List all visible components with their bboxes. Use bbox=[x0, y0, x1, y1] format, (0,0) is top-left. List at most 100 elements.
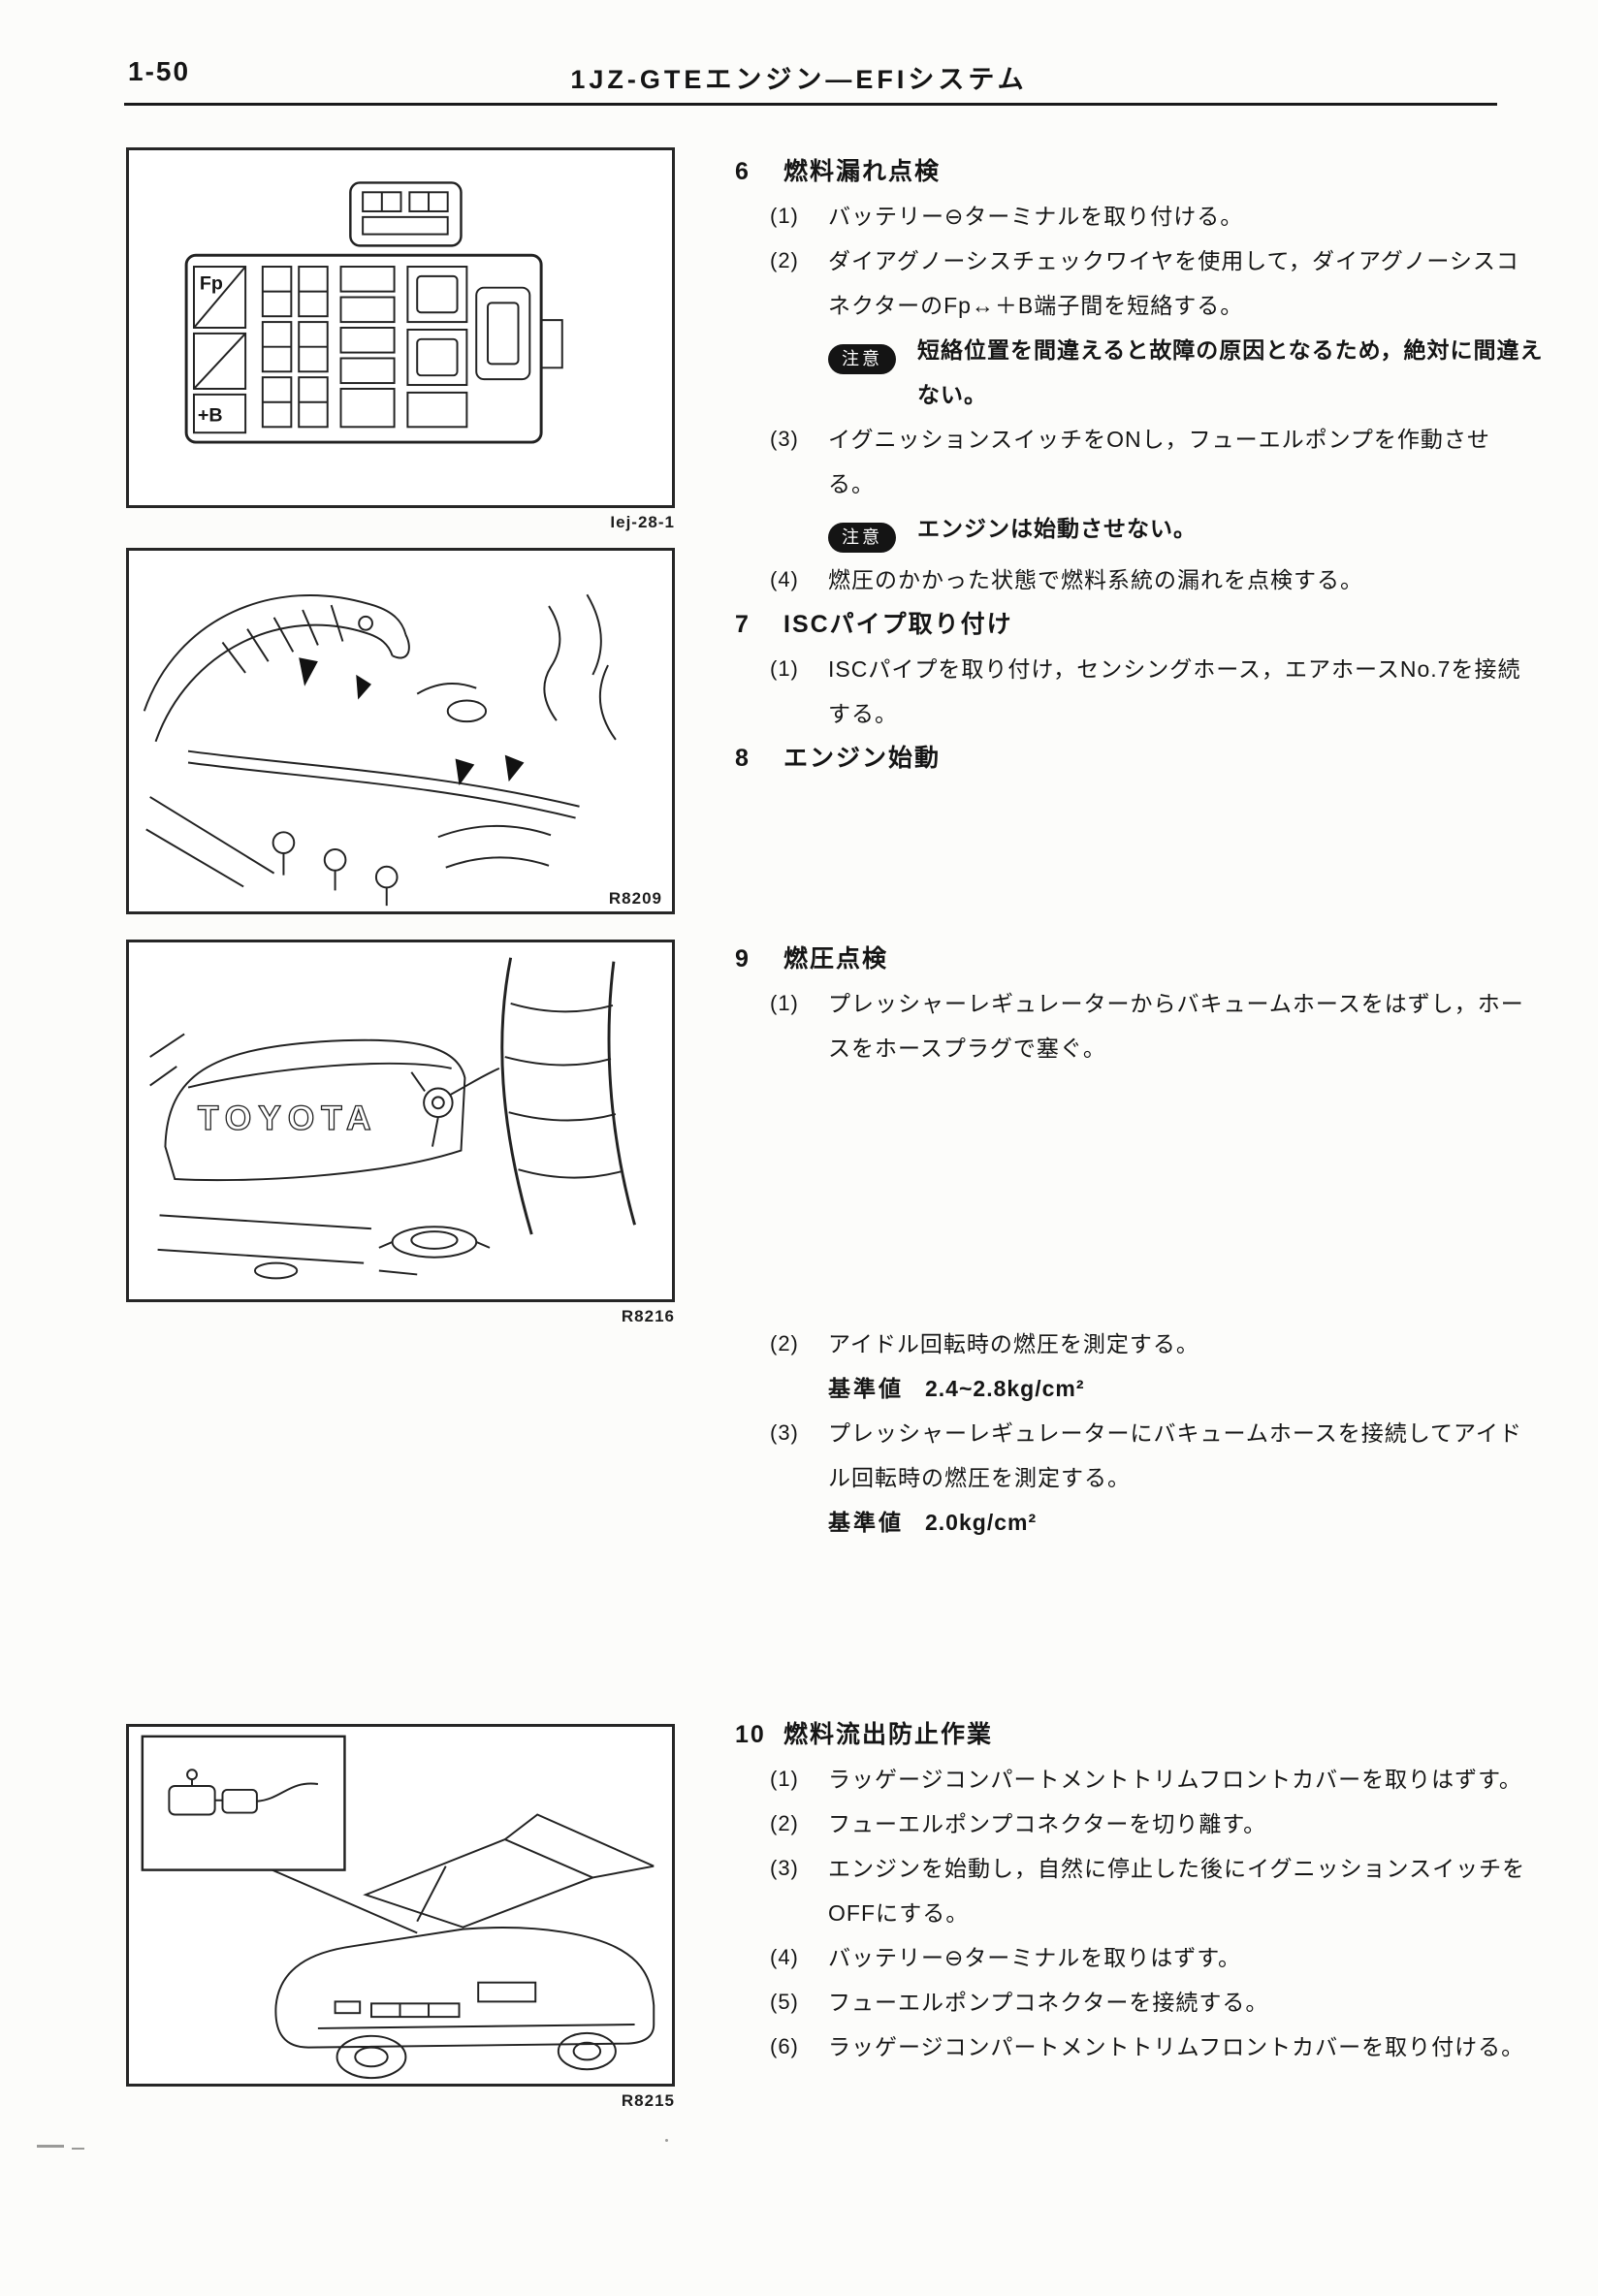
step-text: アイドル回転時の燃圧を測定する。 bbox=[828, 1331, 1199, 1356]
figure-frame: R8209 bbox=[126, 548, 675, 914]
step-text: プレッシャーレギュレーターにバキュームホースを接続してアイドル回転時の燃圧を測定… bbox=[828, 1420, 1522, 1490]
engine-linework bbox=[143, 593, 617, 907]
figure-engine-hoses: R8209 bbox=[126, 548, 675, 914]
step: (2) ダイアグノーシスチェックワイヤを使用して，ダイアグノーシスコネクターのF… bbox=[770, 239, 1561, 328]
section-number: 6 bbox=[735, 158, 751, 185]
step-text: ISCパイプを取り付け，センシングホース，エアホースNo.7を接続する。 bbox=[828, 656, 1521, 726]
step: (2) アイドル回転時の燃圧を測定する。 bbox=[770, 1322, 1561, 1366]
scan-artifact bbox=[37, 2145, 64, 2148]
figure-caption: Iej-28-1 bbox=[610, 513, 675, 531]
section-6-heading: 6 燃料漏れ点検 bbox=[729, 149, 1561, 194]
section-title: エンジン始動 bbox=[783, 745, 942, 772]
step-text: フューエルポンプコネクターを切り離す。 bbox=[828, 1811, 1267, 1836]
caution-badge-wrap: 注意 bbox=[828, 328, 917, 417]
section-number: 7 bbox=[735, 611, 751, 638]
step: (3) イグニッションスイッチをONし，フューエルポンプを作動させる。 bbox=[770, 417, 1561, 506]
step-text: ダイアグノーシスチェックワイヤを使用して，ダイアグノーシスコネクターのFp↔＋B… bbox=[828, 248, 1519, 318]
spec-row: 基準値 2.4~2.8kg/cm² bbox=[828, 1366, 1561, 1411]
step-number: (2) bbox=[770, 1811, 799, 1835]
connector-labels: Fp +B bbox=[198, 273, 223, 427]
step: (1) ラッゲージコンパートメントトリムフロントカバーを取りはずす。 bbox=[770, 1757, 1561, 1802]
spec-row: 基準値 2.0kg/cm² bbox=[828, 1500, 1561, 1545]
step-number: (4) bbox=[770, 1945, 799, 1969]
label-fp: Fp bbox=[200, 273, 223, 295]
car-linework bbox=[141, 1735, 655, 2080]
figure-car-open-hood: R8215 bbox=[126, 1724, 675, 2111]
step-number: (6) bbox=[770, 2034, 799, 2058]
step-number: (1) bbox=[770, 991, 799, 1015]
step-number: (1) bbox=[770, 1767, 799, 1791]
page-title: 1JZ-GTEエンジン—EFIシステム bbox=[570, 65, 1028, 94]
figure-frame: TOYOTA bbox=[126, 940, 675, 1302]
step-text: ラッゲージコンパートメントトリムフロントカバーを取り付ける。 bbox=[828, 2034, 1525, 2059]
scan-artifact bbox=[72, 2148, 84, 2150]
step-text: フューエルポンプコネクターを接続する。 bbox=[828, 1990, 1269, 2015]
spec-value: 2.4~2.8kg/cm² bbox=[925, 1376, 1085, 1401]
caution-text: 短絡位置を間違えると故障の原因となるため，絶対に間違えない。 bbox=[917, 337, 1544, 407]
text-block-sections-6-7-8: 6 燃料漏れ点検 (1) バッテリー⊖ターミナルを取り付ける。 (2) ダイアグ… bbox=[729, 149, 1561, 781]
section-8-heading: 8 エンジン始動 bbox=[729, 736, 1561, 781]
spec-label: 基準値 bbox=[828, 1510, 904, 1535]
caution-text: エンジンは始動させない。 bbox=[917, 516, 1197, 541]
step-number: (3) bbox=[770, 1856, 799, 1880]
step-number: (1) bbox=[770, 656, 799, 681]
text-block-section-10: 10 燃料流出防止作業 (1) ラッゲージコンパートメントトリムフロントカバーを… bbox=[729, 1712, 1561, 2069]
step: (1) プレッシャーレギュレーターからバキュームホースをはずし，ホースをホースプ… bbox=[770, 981, 1561, 1070]
section-number: 8 bbox=[735, 745, 751, 772]
car-illustration bbox=[141, 1735, 655, 2080]
figure-caption: R8215 bbox=[621, 2091, 675, 2110]
spec-label: 基準値 bbox=[828, 1376, 904, 1401]
step-number: (2) bbox=[770, 1331, 799, 1355]
step: (3) プレッシャーレギュレーターにバキュームホースを接続してアイドル回転時の燃… bbox=[770, 1411, 1561, 1500]
step-text: エンジンを始動し，自然に停止した後にイグニッションスイッチをOFFにする。 bbox=[828, 1856, 1526, 1926]
engine-cover-illustration: TOYOTA bbox=[149, 957, 636, 1280]
text-block-section-9-specs: (2) アイドル回転時の燃圧を測定する。 基準値 2.4~2.8kg/cm² (… bbox=[729, 1322, 1561, 1545]
section-7-heading: 7 ISCパイプ取り付け bbox=[729, 602, 1561, 647]
section-9-heading: 9 燃圧点検 bbox=[729, 937, 1561, 981]
step-text: 燃圧のかかった状態で燃料系統の漏れを点検する。 bbox=[828, 567, 1363, 592]
step-text: ラッゲージコンパートメントトリムフロントカバーを取りはずす。 bbox=[828, 1767, 1522, 1792]
engine-cover-linework bbox=[149, 957, 636, 1280]
page-number: 1-50 bbox=[128, 56, 191, 86]
step-text: プレッシャーレギュレーターからバキュームホースをはずし，ホースをホースプラグで塞… bbox=[828, 991, 1524, 1061]
engine-hose-illustration bbox=[143, 593, 617, 907]
figure-engine-toyota-cover: TOYOTA R8216 bbox=[126, 940, 675, 1326]
figure-frame bbox=[126, 1724, 675, 2087]
section-title: 燃料漏れ点検 bbox=[783, 158, 942, 185]
section-title: ISCパイプ取り付け bbox=[783, 611, 1013, 638]
section-title: 燃圧点検 bbox=[783, 945, 889, 973]
step-number: (2) bbox=[770, 248, 799, 272]
scan-artifact bbox=[665, 2139, 668, 2142]
step-number: (4) bbox=[770, 567, 799, 591]
section-number: 10 bbox=[735, 1721, 766, 1748]
caution-badge-wrap: 注意 bbox=[828, 506, 917, 558]
header-rule bbox=[124, 103, 1497, 106]
figure-caption: R8209 bbox=[608, 889, 662, 908]
step-number: (3) bbox=[770, 1420, 799, 1445]
section-number: 9 bbox=[735, 945, 751, 973]
text-block-section-9: 9 燃圧点検 (1) プレッシャーレギュレーターからバキュームホースをはずし，ホ… bbox=[729, 937, 1561, 1070]
figure-frame: Fp +B bbox=[126, 147, 675, 508]
label-plus-b: +B bbox=[198, 404, 223, 426]
caution-badge: 注意 bbox=[828, 344, 896, 374]
figure-diagnostic-connector: Fp +B Iej-28-1 bbox=[126, 147, 675, 532]
section-title: 燃料流出防止作業 bbox=[783, 1721, 994, 1748]
step-text: イグニッションスイッチをONし，フューエルポンプを作動させる。 bbox=[828, 427, 1490, 496]
caution-note: 注意 短絡位置を間違えると故障の原因となるため，絶対に間違えない。 bbox=[828, 328, 1561, 417]
step: (3) エンジンを始動し，自然に停止した後にイグニッションスイッチをOFFにする… bbox=[770, 1846, 1561, 1935]
step: (1) ISCパイプを取り付け，センシングホース，エアホースNo.7を接続する。 bbox=[770, 647, 1561, 736]
pointer-arrows bbox=[299, 657, 525, 786]
section-10-heading: 10 燃料流出防止作業 bbox=[729, 1712, 1561, 1757]
step: (1) バッテリー⊖ターミナルを取り付ける。 bbox=[770, 194, 1561, 239]
step-text: バッテリー⊖ターミナルを取り付ける。 bbox=[828, 204, 1244, 229]
caution-badge: 注意 bbox=[828, 523, 896, 553]
step-number: (3) bbox=[770, 427, 799, 451]
toyota-lettering: TOYOTA bbox=[198, 1099, 378, 1137]
figure-caption: R8216 bbox=[621, 1307, 675, 1325]
step: (5) フューエルポンプコネクターを接続する。 bbox=[770, 1980, 1561, 2025]
step: (4) バッテリー⊖ターミナルを取りはずす。 bbox=[770, 1935, 1561, 1980]
step-number: (1) bbox=[770, 204, 799, 228]
step: (4) 燃圧のかかった状態で燃料系統の漏れを点検する。 bbox=[770, 558, 1561, 602]
connector-linework bbox=[184, 181, 563, 444]
